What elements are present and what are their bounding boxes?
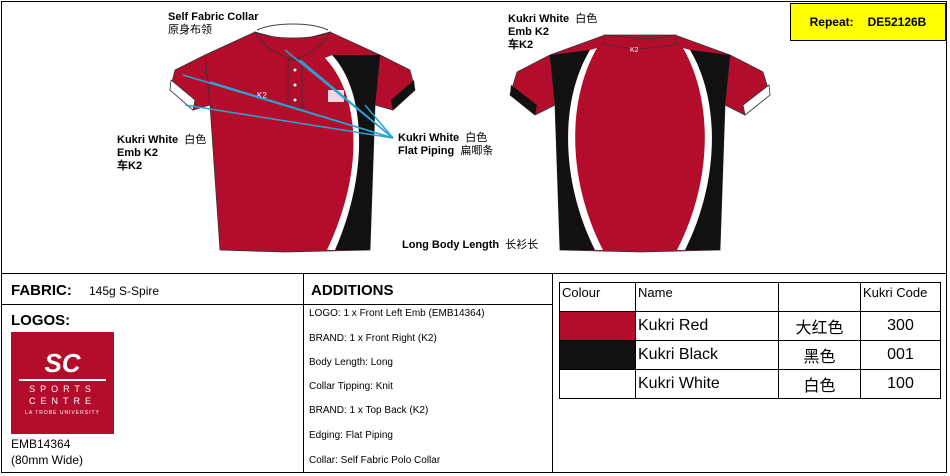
header-name: Name [635, 282, 779, 312]
additions-divider [303, 304, 552, 305]
addition-item: Body Length: Long [309, 357, 393, 368]
fabric-divider [1, 304, 303, 305]
collar-callout-en: Self Fabric Collar [168, 11, 259, 23]
logos-label: LOGOS: [11, 312, 71, 329]
logo-text-university: LA TROBE UNIVERSITY [25, 410, 100, 416]
colour-name: Kukri White [635, 369, 779, 399]
repeat-label: Repeat: [809, 15, 854, 29]
back-emb-line1: Kukri White [508, 13, 570, 25]
column-divider-2 [552, 273, 553, 473]
colour-name: Kukri Black [635, 340, 779, 370]
length-callout: Long Body Length 长衫长 [402, 239, 538, 252]
front-shirt-drawing: K2 [169, 23, 416, 253]
colour-cn: 白色 [778, 369, 861, 399]
colour-name: Kukri Red [635, 311, 779, 341]
length-en: Long Body Length [402, 239, 500, 251]
logo-text-sports: SPORTS [29, 384, 96, 394]
piping-callout: Kukri White 白色 Flat Piping 扁唧条 [398, 132, 493, 158]
svg-text:K2: K2 [630, 47, 639, 54]
colour-table: Colour Name Kukri Code Kukri Red 大红色 300… [559, 282, 941, 399]
addition-item: Collar: Self Fabric Polo Collar [309, 455, 441, 466]
column-divider [303, 273, 304, 473]
colour-code: 100 [860, 369, 941, 399]
length-cn: 长衫长 [505, 239, 539, 251]
colour-cn: 大红色 [778, 311, 861, 341]
front-emb-line2: Emb K2 [117, 147, 158, 159]
colour-row: Kukri White 白色 100 [559, 369, 941, 399]
addition-item: Edging: Flat Piping [309, 430, 393, 441]
colour-row: Kukri Red 大红色 300 [559, 311, 941, 341]
piping-cn2: 扁唧条 [460, 145, 494, 157]
header-cn [778, 282, 861, 312]
front-emb-callout: Kukri White 白色 Emb K2 车K2 [117, 134, 206, 173]
logo-mark: SC [44, 348, 81, 378]
piping-line1: Kukri White [398, 132, 460, 144]
colour-code: 300 [860, 311, 941, 341]
addition-item: BRAND: 1 x Top Back (K2) [309, 405, 429, 416]
fabric-label: FABRIC: [11, 282, 72, 299]
piping-cn1: 白色 [465, 132, 488, 144]
fabric-value: 145g S-Spire [89, 284, 160, 298]
logo-rule [19, 379, 106, 381]
header-code: Kukri Code [860, 282, 941, 312]
logo-code: EMB14364 [11, 437, 71, 451]
back-emb-cn: 白色 [575, 13, 598, 25]
additions-label: ADDITIONS [311, 282, 394, 299]
back-emb-callout: Kukri White 白色 Emb K2 车K2 [508, 13, 597, 52]
colour-code: 001 [860, 340, 941, 370]
colour-swatch [559, 340, 636, 370]
addition-item: BRAND: 1 x Front Right (K2) [309, 333, 437, 344]
logo-text-centre: CENTRE [28, 396, 96, 406]
collar-callout: Self Fabric Collar 原身布领 [168, 11, 258, 37]
colour-swatch [559, 311, 636, 341]
svg-text:K2: K2 [257, 91, 267, 100]
header-colour: Colour [559, 282, 636, 312]
collar-callout-cn: 原身布领 [168, 24, 212, 36]
front-emb-line3: 车K2 [117, 160, 143, 172]
piping-line2: Flat Piping [398, 145, 455, 157]
logo-width: (80mm Wide) [11, 453, 84, 467]
colour-row: Kukri Black 黑色 001 [559, 340, 941, 370]
repeat-badge: Repeat: DE52126B [790, 3, 946, 41]
colour-swatch [559, 369, 636, 399]
club-logo: SC SPORTS CENTRE LA TROBE UNIVERSITY [11, 332, 114, 434]
addition-item: Collar Tipping: Knit [309, 381, 393, 392]
back-emb-line2: Emb K2 [508, 26, 549, 38]
colour-cn: 黑色 [778, 340, 861, 370]
front-emb-cn: 白色 [184, 134, 207, 146]
back-shirt-drawing: K2 [509, 34, 771, 253]
addition-item: LOGO: 1 x Front Left Emb (EMB14364) [309, 308, 485, 319]
front-emb-line1: Kukri White [117, 134, 179, 146]
repeat-code: DE52126B [867, 15, 927, 29]
section-divider [1, 273, 947, 274]
colour-table-header: Colour Name Kukri Code [559, 282, 941, 312]
back-emb-line3: 车K2 [508, 39, 534, 51]
